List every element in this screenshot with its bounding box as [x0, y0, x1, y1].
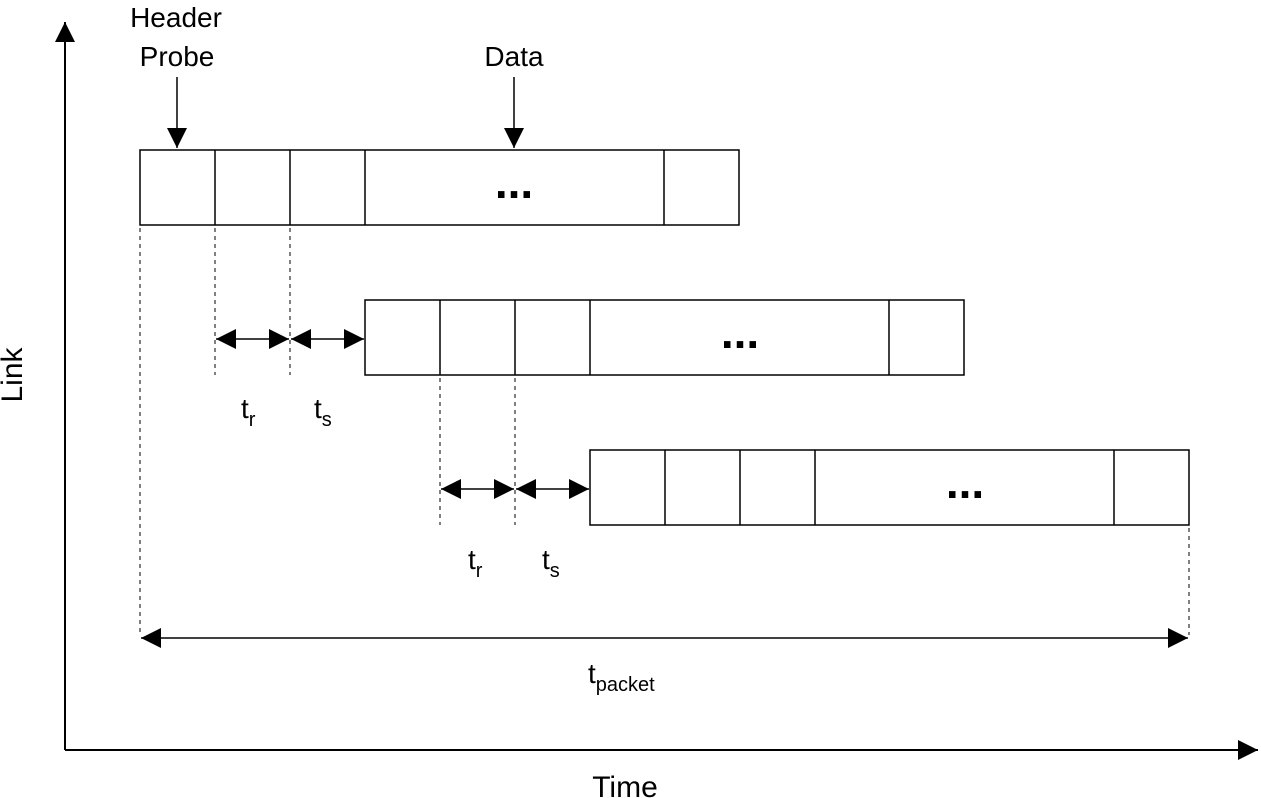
packet-row-1: [139, 149, 740, 226]
x-axis-label: Time: [592, 771, 658, 798]
dashed-guides: [139, 228, 1190, 635]
ts-label-2: ts: [542, 544, 560, 582]
tr-label-1: tr: [241, 393, 256, 431]
y-axis-label: Link: [0, 346, 29, 402]
ellipsis-2: ...: [721, 306, 759, 358]
ellipsis-3: ...: [946, 456, 984, 508]
probe-label: Probe: [140, 41, 215, 72]
ellipsis-1: ...: [495, 156, 533, 208]
packet-row-3: [589, 449, 1190, 526]
t-packet-label: tpacket: [588, 658, 655, 696]
packet-row-2: [364, 299, 965, 376]
data-label: Data: [484, 41, 544, 72]
tr-label-2: tr: [468, 544, 483, 582]
header-label: Header: [130, 2, 222, 33]
ts-label-1: ts: [314, 393, 332, 431]
